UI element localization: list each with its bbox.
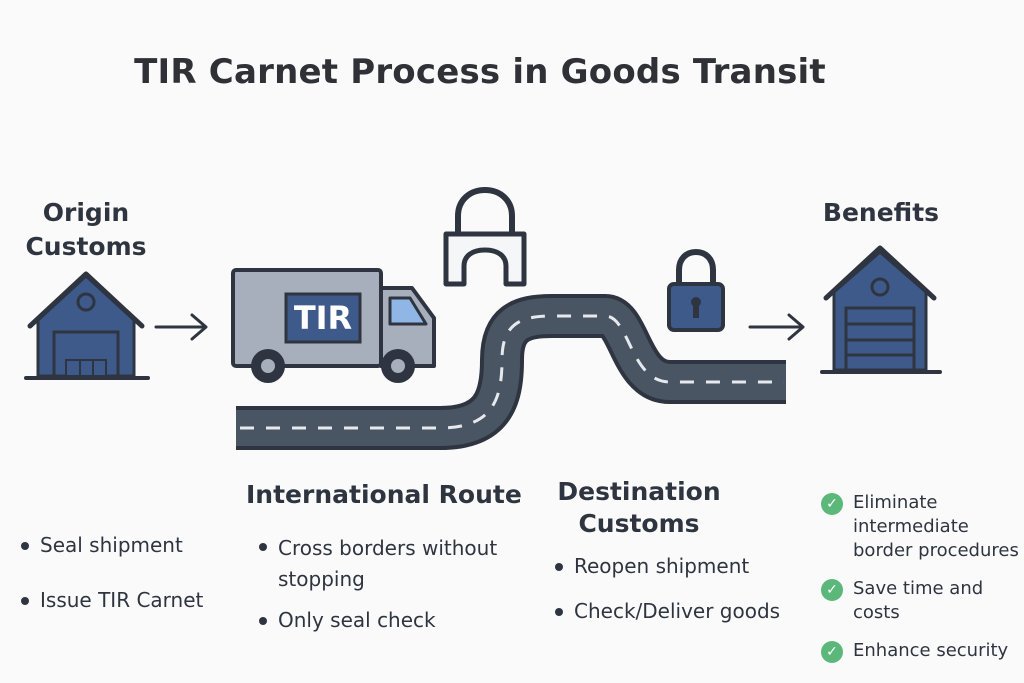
checkmark-icon: ✓	[821, 641, 843, 663]
list-item: Check/Deliver goods	[552, 598, 802, 625]
list-item: Only seal check	[256, 607, 524, 634]
benefit-text: Enhance security	[853, 640, 1009, 661]
destination-heading-line2: Customs	[578, 509, 700, 538]
origin-steps-list: Seal shipment Issue TIR Carnet	[18, 532, 218, 614]
destination-steps-list: Reopen shipment Check/Deliver goods	[552, 553, 802, 625]
road-icon	[236, 294, 786, 450]
tir-badge: TIR	[293, 299, 353, 337]
origin-heading-line2: Customs	[25, 232, 147, 261]
list-item: ✓ Enhance security	[821, 639, 1019, 663]
international-route-heading: International Route	[246, 480, 522, 509]
checkmark-icon: ✓	[821, 493, 843, 515]
benefit-text: Save time and costs	[853, 578, 984, 623]
page-title: TIR Carnet Process in Goods Transit	[134, 52, 826, 92]
benefits-heading: Benefits	[822, 198, 940, 227]
destination-customs-heading: Destination Customs	[546, 476, 732, 540]
list-item: ✓ Save time and costs	[821, 577, 1019, 625]
checkmark-icon: ✓	[821, 579, 843, 601]
list-item: Cross borders without stopping	[256, 533, 524, 595]
arrow-right-icon	[154, 313, 208, 341]
truck-icon	[231, 268, 436, 383]
padlock-icon	[667, 248, 725, 332]
list-item: Seal shipment	[18, 532, 218, 559]
arrow-right-icon	[748, 313, 805, 341]
benefit-text: Eliminate intermediate border procedures	[853, 492, 1019, 561]
list-item: Reopen shipment	[552, 553, 802, 580]
padlock-open-icon	[443, 186, 527, 287]
list-item: ✓ Eliminate intermediate border procedur…	[821, 491, 1019, 563]
destination-heading-line1: Destination	[557, 477, 721, 506]
benefits-warehouse-icon	[820, 245, 942, 374]
origin-warehouse-icon	[24, 271, 150, 380]
route-steps-list: Cross borders without stopping Only seal…	[256, 533, 524, 634]
origin-heading-line1: Origin	[42, 198, 130, 227]
origin-customs-heading: Origin Customs	[0, 196, 172, 264]
benefits-list: ✓ Eliminate intermediate border procedur…	[821, 491, 1019, 663]
list-item: Issue TIR Carnet	[18, 587, 218, 614]
